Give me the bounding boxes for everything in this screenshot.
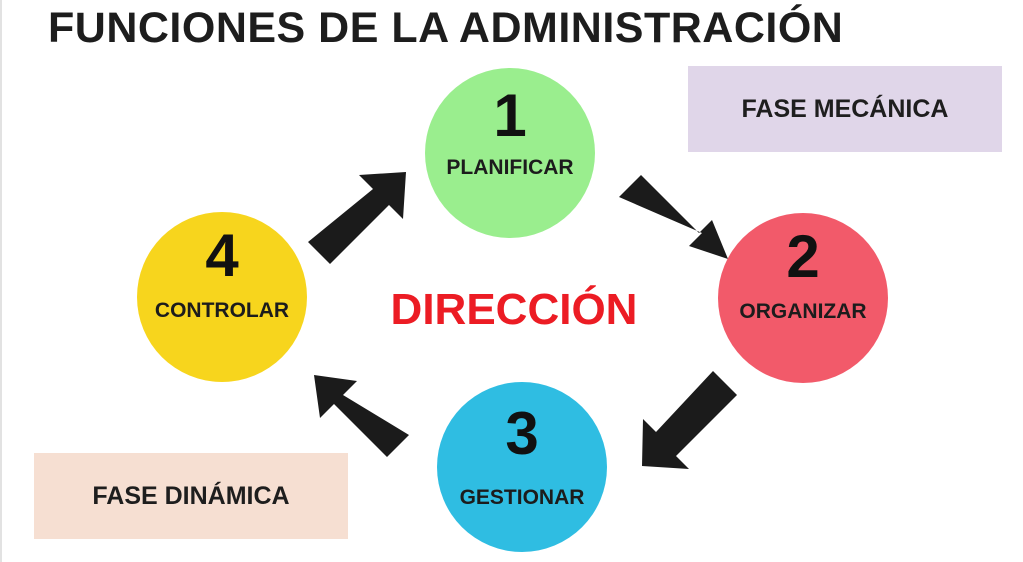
step-label: CONTROLAR [154, 299, 290, 322]
step-number: 1 [493, 82, 527, 149]
left-edge-line [0, 0, 2, 562]
step-number: 2 [786, 223, 820, 290]
step-controlar: 4 CONTROLAR [137, 212, 307, 382]
step-number: 4 [205, 222, 239, 289]
step-number: 3 [505, 400, 539, 467]
step-gestionar: 3 GESTIONAR [437, 382, 607, 552]
step-planificar: 1 PLANIFICAR [425, 68, 595, 238]
page-title: FUNCIONES DE LA ADMINISTRACIÓN [48, 4, 844, 52]
arrow-organizar-to-gestionar [642, 371, 737, 469]
step-label: GESTIONAR [459, 486, 585, 509]
step-label: ORGANIZAR [739, 300, 867, 323]
arrow-planificar-to-organizar [619, 175, 728, 259]
arrow-gestionar-to-controlar [314, 375, 409, 457]
step-organizar: 2 ORGANIZAR [718, 213, 888, 383]
phase-dinamica-box: FASE DINÁMICA [34, 453, 348, 539]
arrow-controlar-to-planificar [308, 172, 406, 264]
center-label-direccion: DIRECCIÓN [390, 285, 638, 334]
step-label: PLANIFICAR [446, 156, 574, 179]
phase-mecanica-box: FASE MECÁNICA [688, 66, 1002, 152]
